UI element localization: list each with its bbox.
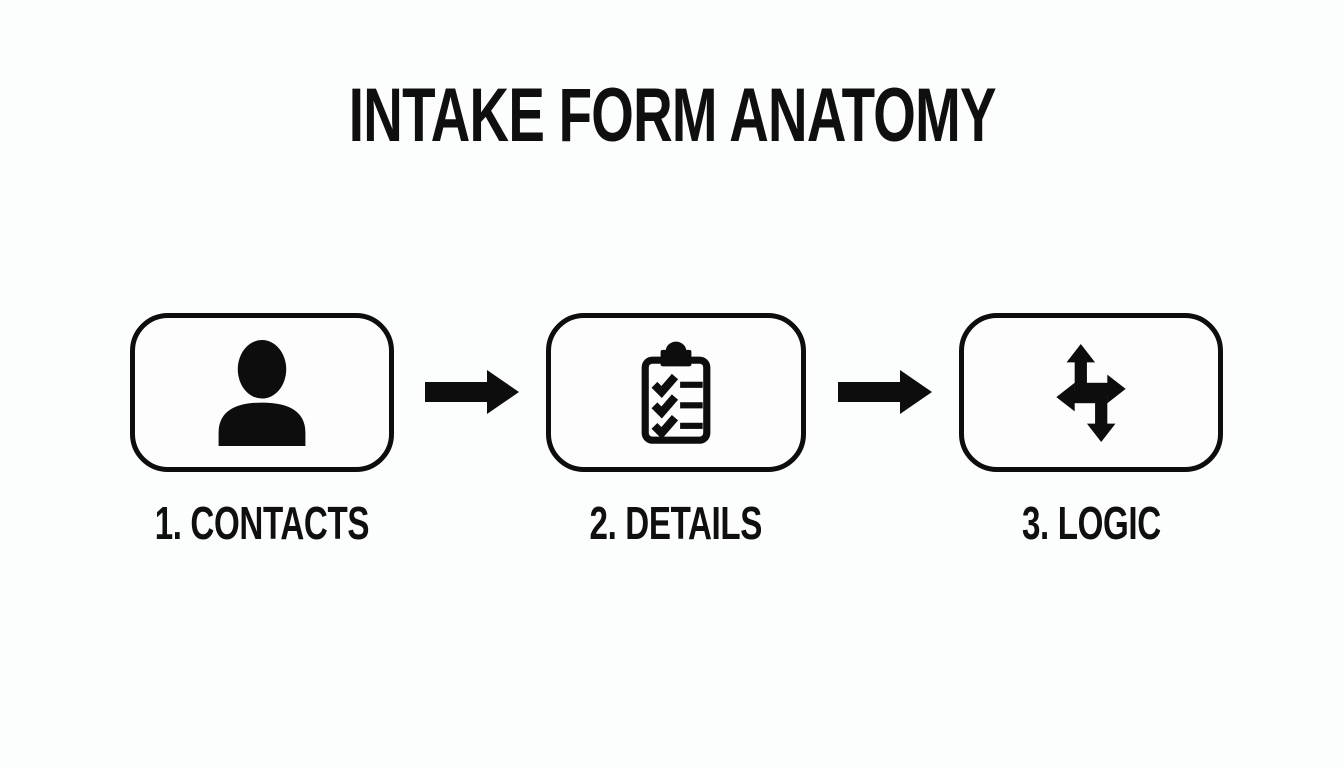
step-box-logic bbox=[959, 313, 1223, 472]
step-box-details bbox=[546, 313, 806, 472]
right-arrow-icon bbox=[838, 368, 934, 416]
step-label-details: 2. DETAILS bbox=[506, 498, 846, 548]
step-label-logic: 3. LOGIC bbox=[919, 498, 1263, 548]
diagram-title-text: INTAKE FORM ANATOMY bbox=[348, 73, 997, 158]
person-icon bbox=[216, 339, 308, 446]
branching-arrows-icon bbox=[1042, 342, 1140, 444]
step-label-logic-text: 3. LOGIC bbox=[1021, 497, 1161, 549]
diagram-title: INTAKE FORM ANATOMY bbox=[0, 78, 1344, 154]
step-box-contacts bbox=[130, 313, 394, 472]
clipboard-checklist-icon bbox=[637, 339, 715, 447]
right-arrow-icon bbox=[425, 368, 521, 416]
step-label-details-text: 2. DETAILS bbox=[589, 497, 763, 549]
step-label-contacts: 1. CONTACTS bbox=[90, 498, 434, 548]
step-label-contacts-text: 1. CONTACTS bbox=[154, 497, 370, 549]
